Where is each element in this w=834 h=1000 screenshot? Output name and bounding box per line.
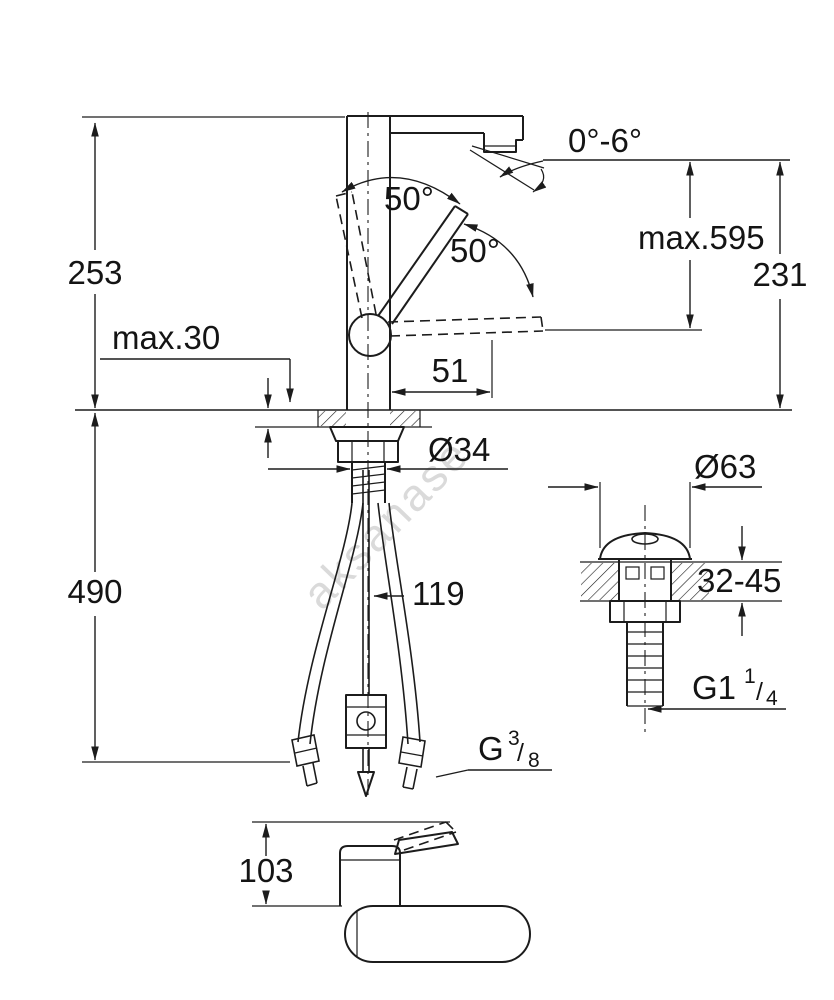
dim-max30-label: max.30 — [112, 319, 220, 356]
dimension-0-6: 0°-6° — [499, 122, 790, 178]
mounting-nut — [337, 440, 399, 463]
g38-denominator: 8 — [528, 749, 540, 772]
angle-spout-label: 0°-6° — [568, 122, 642, 159]
dimension-g114: G1 1 / 4 — [647, 665, 786, 713]
drain-knob — [631, 533, 659, 545]
handle-dashed-raised — [335, 191, 377, 319]
dim-119-label: 119 — [412, 575, 465, 612]
drain-dome — [599, 532, 691, 560]
g114-slash: / — [756, 678, 763, 706]
hose-fitting-right — [398, 736, 426, 768]
drain-nut — [609, 600, 681, 623]
dia-34-label: Ø34 — [428, 431, 490, 468]
mounting-flange — [329, 426, 405, 442]
dim-231-label: 231 — [752, 256, 807, 293]
hose-fitting-left — [291, 734, 320, 767]
dimension-dia63: Ø63 — [548, 448, 762, 548]
dimension-g38: G 3 / 8 — [435, 727, 552, 778]
deck-hatch-left — [318, 411, 346, 426]
dim-490-label: 490 — [67, 573, 122, 610]
angle-50-upper-label: 50° — [384, 180, 434, 217]
g114-denominator: 4 — [766, 687, 778, 710]
dia-63-label: Ø63 — [694, 448, 756, 485]
dim-103-label: 103 — [238, 852, 293, 889]
dim-51-label: 51 — [432, 352, 469, 389]
pull-rod — [345, 470, 387, 797]
dimension-490: 490 — [67, 412, 290, 763]
dimension-50-lower: 50° — [450, 232, 500, 269]
dimension-119: 119 — [373, 575, 465, 612]
dim-253-label: 253 — [67, 254, 122, 291]
dimension-max595: max.595 — [545, 161, 765, 331]
dimension-231: 231 — [752, 161, 808, 409]
g38-numerator: 3 — [508, 727, 520, 750]
faucet-side-view — [335, 115, 547, 410]
deck-hatch-right — [390, 411, 420, 426]
dimension-103: 103 — [238, 821, 450, 907]
countertop — [75, 409, 792, 428]
drain-deck-hatch-left — [581, 563, 618, 600]
g38-base-label: G — [478, 730, 504, 767]
g114-numerator: 1 — [744, 665, 756, 688]
supply-hoses — [291, 502, 426, 790]
handle-pivot — [348, 313, 392, 357]
drain-deck-hatch-right — [672, 563, 709, 600]
g114-base-label: G1 — [692, 669, 736, 706]
front-base — [344, 905, 531, 963]
dimension-32-45: 32-45 — [697, 526, 781, 636]
angle-50-lower-label: 50° — [450, 232, 500, 269]
rod-connector — [345, 694, 387, 749]
dimension-253: 253 — [67, 116, 345, 409]
handle-dashed-horizontal — [387, 316, 544, 337]
dimension-51: 51 — [391, 340, 493, 398]
g38-slash: / — [517, 739, 524, 767]
dim-32-45-label: 32-45 — [697, 562, 781, 599]
dim-max595-label: max.595 — [638, 219, 765, 256]
faucet-front-view — [339, 821, 531, 963]
dimension-50-upper: 50° — [384, 180, 434, 217]
dimension-max30: max.30 — [100, 319, 294, 458]
dimension-dia34: Ø34 — [268, 431, 508, 473]
front-handle-dashed — [393, 821, 457, 851]
drain-assembly — [580, 532, 782, 707]
front-handle-solid — [394, 831, 459, 855]
under-counter-assembly — [291, 426, 426, 797]
handle-solid — [377, 205, 469, 325]
